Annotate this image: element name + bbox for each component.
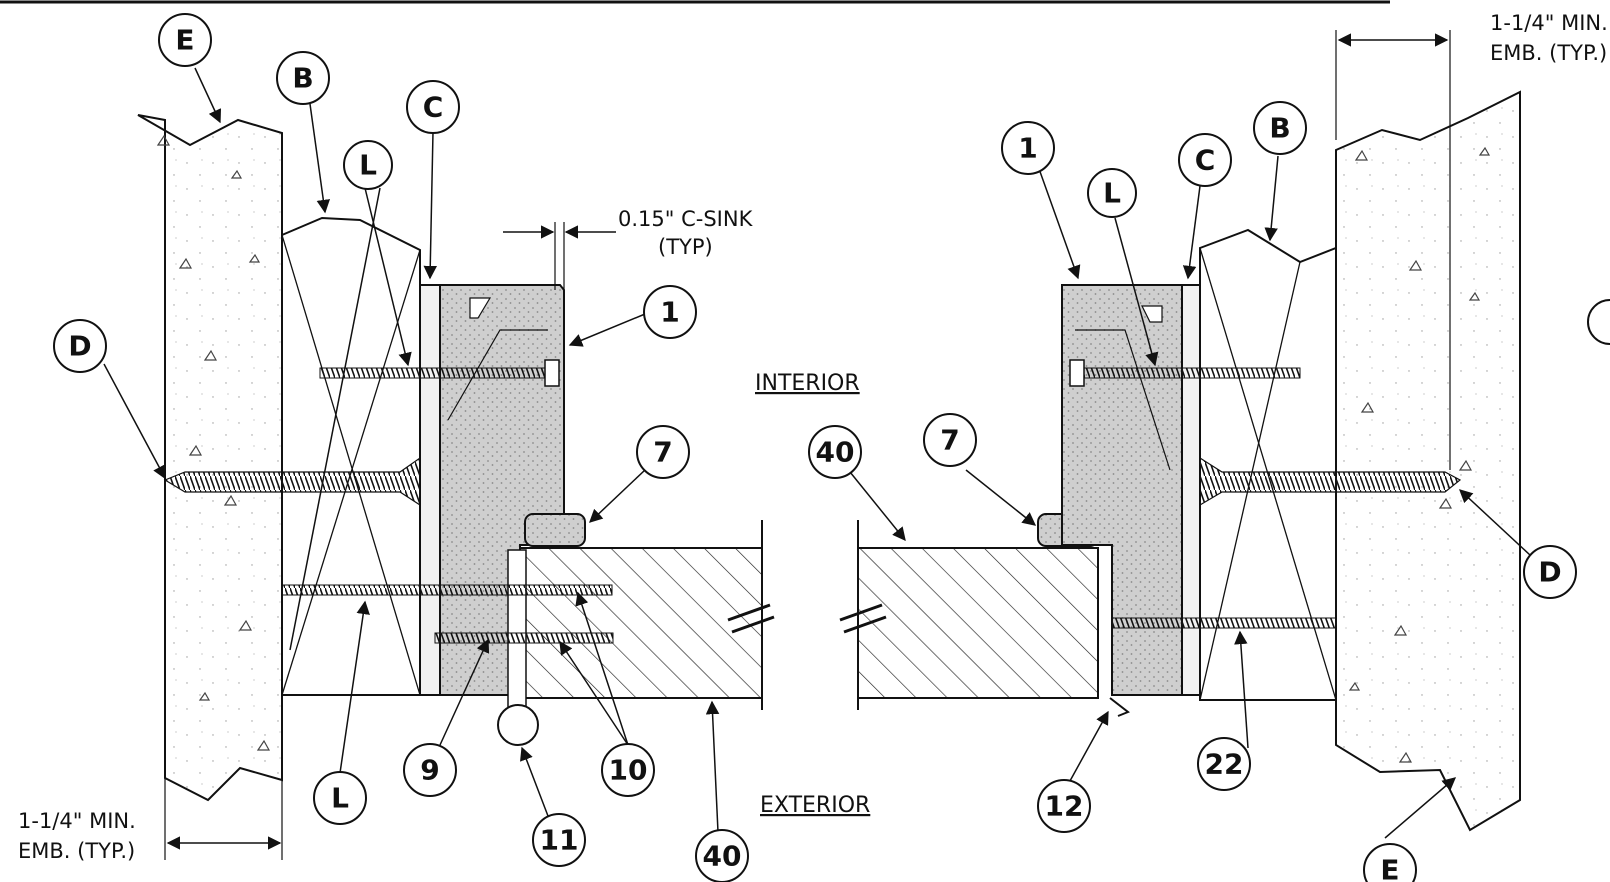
csink-note-line1: 0.15" C-SINK <box>618 207 754 231</box>
left-aggregate-marks <box>156 134 271 751</box>
callout-left-B <box>276 51 330 105</box>
callout-labels: E B C L D 1 7 L 9 10 11 40 1 L C B 40 7 … <box>68 24 1561 882</box>
callout-label: B <box>1269 112 1290 145</box>
offpage-callout-fragment <box>1587 299 1610 345</box>
backer-rod <box>497 704 539 746</box>
interior-label: INTERIOR <box>755 371 860 396</box>
left-glass-unit <box>519 547 763 699</box>
callout-bubbles <box>53 13 1577 882</box>
callout-label: 11 <box>540 824 579 857</box>
callout-label: D <box>68 330 91 363</box>
callout-right-7 <box>923 413 977 467</box>
callout-left-9 <box>403 743 457 797</box>
callout-left-11 <box>532 813 586 867</box>
callout-left-10 <box>601 743 655 797</box>
callout-label: 9 <box>420 754 439 787</box>
dimension-notes: 0.15" C-SINK (TYP) 1-1/4" MIN. EMB. (TYP… <box>18 11 1608 863</box>
left-concrete-wall <box>137 114 283 802</box>
callout-label: 12 <box>1045 790 1084 823</box>
callout-label: L <box>331 782 349 815</box>
callout-label: 10 <box>609 754 648 787</box>
callout-right-E <box>1363 843 1417 882</box>
callout-label: 7 <box>940 424 959 457</box>
callout-label: B <box>292 62 313 95</box>
callout-label: C <box>423 91 444 124</box>
callout-label: C <box>1195 144 1216 177</box>
callout-label: 7 <box>653 436 672 469</box>
callout-left-40 <box>695 829 749 882</box>
left-section <box>137 114 775 860</box>
callout-left-L-lower <box>313 771 367 825</box>
right-wood-buck <box>1199 228 1337 701</box>
callout-right-40 <box>808 425 862 479</box>
callout-label: L <box>359 149 377 182</box>
right-emb-note-line1: 1-1/4" MIN. <box>1490 11 1608 35</box>
callout-left-D <box>53 319 107 373</box>
callout-label: E <box>175 24 194 57</box>
callout-left-E <box>158 13 212 67</box>
left-wood-buck <box>281 216 421 696</box>
callout-label: D <box>1538 556 1561 589</box>
callout-label: 1 <box>1018 132 1037 165</box>
callout-right-12 <box>1037 779 1091 833</box>
leader-lines <box>103 67 1531 839</box>
callout-left-1 <box>643 285 697 339</box>
left-emb-note-line2: EMB. (TYP.) <box>18 839 135 863</box>
callout-label: E <box>1380 854 1399 882</box>
right-emb-note-line2: EMB. (TYP.) <box>1490 41 1607 65</box>
right-concrete-wall <box>1335 90 1521 832</box>
callout-label: 22 <box>1205 748 1244 781</box>
callout-right-C <box>1178 133 1232 187</box>
callout-right-D <box>1523 545 1577 599</box>
callout-left-C <box>406 80 460 134</box>
right-screws <box>1069 359 1462 629</box>
callout-left-7 <box>636 425 690 479</box>
callout-label: 1 <box>660 296 679 329</box>
left-screws <box>163 359 614 644</box>
callout-right-1 <box>1001 121 1055 175</box>
exterior-label: EXTERIOR <box>760 793 870 818</box>
callout-label: L <box>1103 177 1121 210</box>
callout-right-22 <box>1197 737 1251 791</box>
csink-note-line2: (TYP) <box>658 235 713 259</box>
left-emb-note-line1: 1-1/4" MIN. <box>18 809 136 833</box>
right-shim <box>1181 284 1201 696</box>
callout-label: 40 <box>703 840 742 873</box>
callout-label: 40 <box>816 436 855 469</box>
callout-left-L-top <box>343 140 393 190</box>
right-section <box>839 30 1610 832</box>
left-gasket <box>524 513 586 547</box>
callout-right-L <box>1087 168 1137 218</box>
callout-right-B <box>1253 101 1307 155</box>
right-glass-unit <box>857 547 1099 699</box>
right-aggregate-marks <box>1348 146 1491 763</box>
